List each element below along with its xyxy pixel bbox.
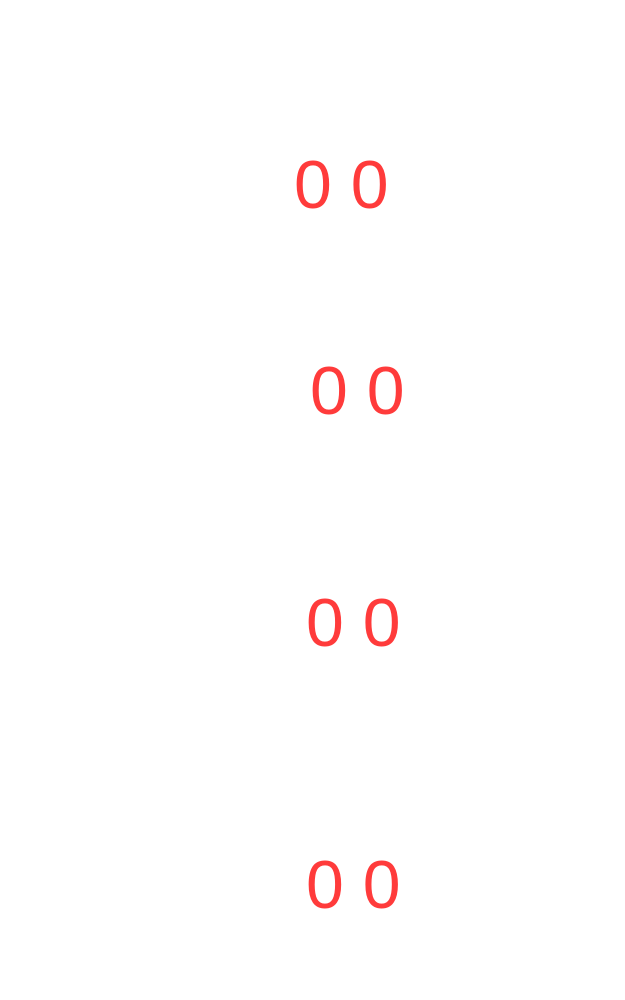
text-label-2: 0 0 <box>310 353 405 429</box>
text-label-1: 0 0 <box>294 147 389 223</box>
text-label-4: 0 0 <box>306 847 401 923</box>
text-label-3: 0 0 <box>306 585 401 661</box>
